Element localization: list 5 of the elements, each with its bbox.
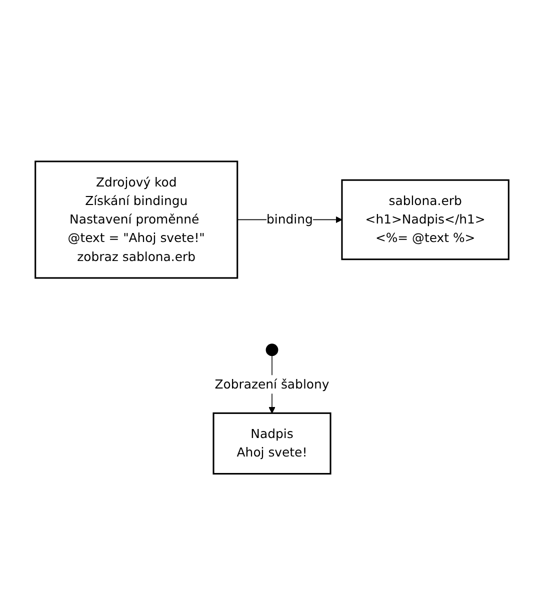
edge-label: binding xyxy=(266,212,313,227)
node-box: Zdrojový kod Získání bindingu Nastavení proměnné @text = "Ahoj svete!" zobraz sablona.erb xyxy=(34,160,238,279)
edge-label: Zobrazení šablony xyxy=(214,376,330,392)
node-box: sablona.erb <h1>Nadpis</h1> <%= @text %> xyxy=(341,179,510,260)
node-box: Nadpis Ahoj svete! xyxy=(212,412,332,475)
